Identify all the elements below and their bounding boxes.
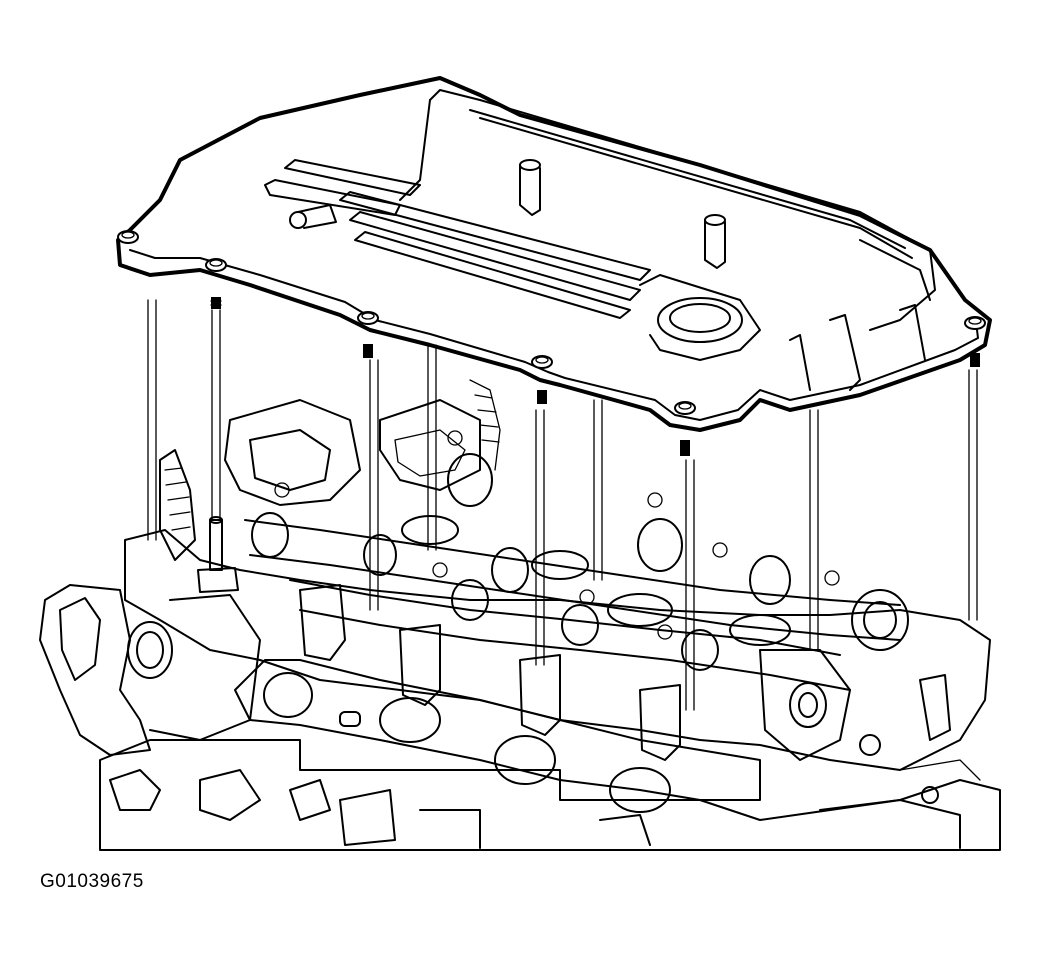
camshaft-cover <box>116 76 992 432</box>
cover-bolt <box>117 230 139 244</box>
alignment-lines <box>147 299 978 711</box>
engine-block <box>99 734 1001 851</box>
cover-bolt <box>205 258 227 309</box>
cover-bolt <box>674 401 696 456</box>
figure-id-label: G01039675 <box>40 871 144 892</box>
cover-bolt <box>964 316 986 367</box>
thermostat-housing <box>39 584 261 756</box>
cylinder-head <box>124 379 991 813</box>
cover-bolt <box>357 311 379 358</box>
cover-bolt <box>531 355 553 404</box>
cover-bolts <box>117 230 986 456</box>
